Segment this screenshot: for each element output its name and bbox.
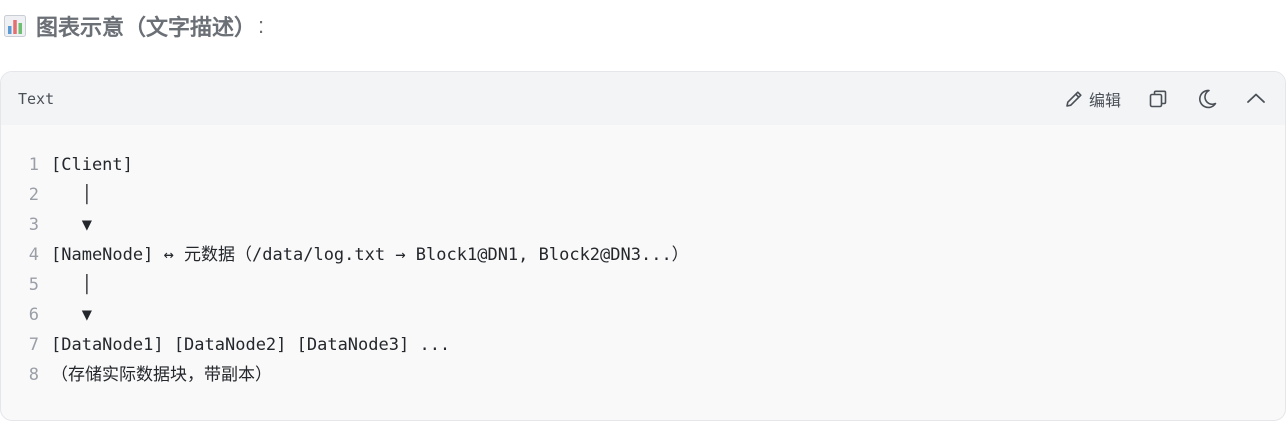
line-number: 4: [28, 245, 39, 265]
code-line: 4 [NameNode] ↔ 元数据（/data/log.txt → Block…: [1, 240, 1285, 270]
copy-button[interactable]: [1147, 88, 1169, 110]
language-label: Text: [18, 89, 55, 108]
heading-text: 图表示意（文字描述）: [36, 15, 257, 40]
line-number: 6: [28, 305, 39, 325]
code-line: 6 ▼: [1, 300, 1285, 330]
line-text: ▼: [51, 305, 92, 325]
code-line: 2 │: [1, 180, 1285, 210]
code-line: 3 ▼: [1, 210, 1285, 240]
line-number: 8: [28, 365, 39, 385]
line-text: │: [51, 185, 92, 205]
moon-icon: [1195, 87, 1219, 111]
code-line: 1 [Client]: [1, 150, 1285, 180]
code-body: 1 [Client] 2 │ 3 ▼ 4 [NameNode] ↔ 元数据（/d…: [1, 125, 1285, 390]
edit-label: 编辑: [1088, 92, 1121, 110]
line-text: [NameNode] ↔ 元数据（/data/log.txt → Block1@…: [51, 245, 689, 265]
line-number: 7: [28, 335, 39, 355]
line-number: 1: [28, 155, 39, 175]
line-number: 3: [28, 215, 39, 235]
code-line: 5 │: [1, 270, 1285, 300]
line-number: 2: [28, 185, 39, 205]
code-line: 8 （存储实际数据块，带副本）: [1, 360, 1285, 390]
bar-chart-icon: [4, 15, 26, 37]
copy-icon: [1147, 88, 1169, 110]
line-text: [Client]: [51, 155, 133, 175]
theme-toggle-button[interactable]: [1195, 87, 1219, 111]
section-heading: 图表示意（文字描述） :: [4, 10, 264, 42]
code-block-header: Text 编辑: [1, 72, 1285, 125]
chevron-up-icon: [1245, 88, 1267, 110]
edit-button[interactable]: 编辑: [1063, 87, 1121, 111]
line-text: ▼: [51, 215, 92, 235]
line-text: [DataNode1] [DataNode2] [DataNode3] ...: [51, 335, 451, 355]
code-block: Text 编辑: [0, 71, 1286, 421]
heading-colon: :: [258, 13, 265, 38]
line-text: （存储实际数据块，带副本）: [51, 365, 272, 385]
collapse-button[interactable]: [1245, 88, 1267, 110]
line-text: │: [51, 275, 92, 295]
pencil-icon: [1063, 88, 1085, 110]
code-line: 7 [DataNode1] [DataNode2] [DataNode3] ..…: [1, 330, 1285, 360]
code-toolbar: 编辑: [1063, 87, 1267, 111]
line-number: 5: [28, 275, 39, 295]
